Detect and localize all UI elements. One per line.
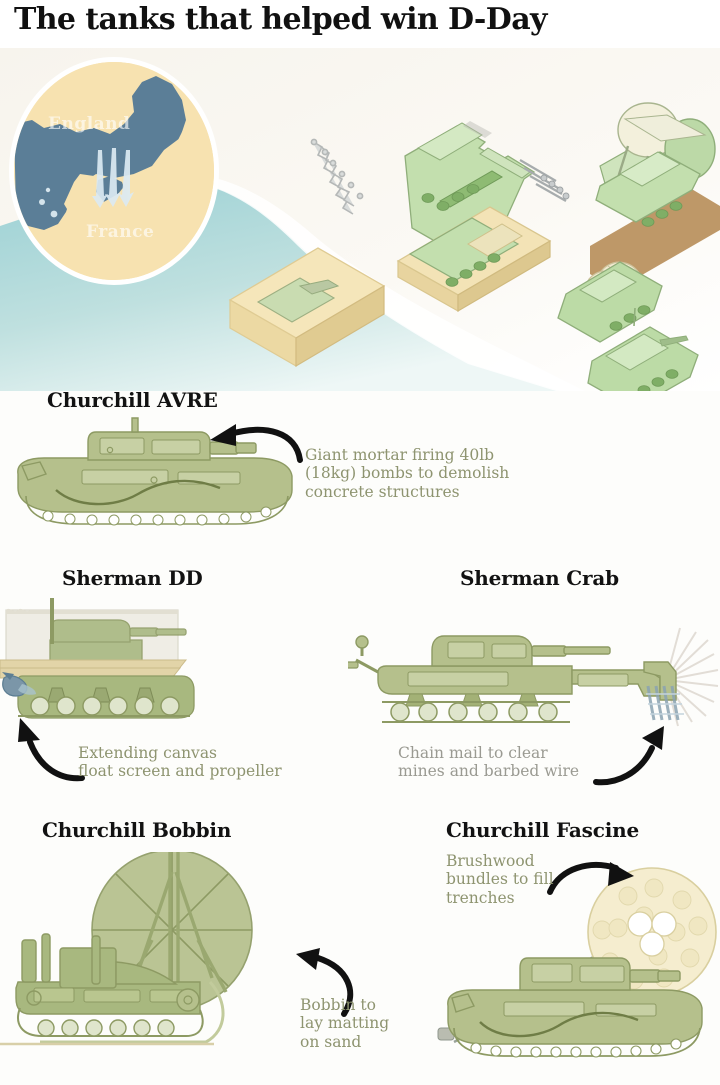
sherman-dd-illustration — [0, 598, 195, 719]
panel-sherman-crab: Sherman Crab — [348, 566, 720, 811]
panel-churchill-avre: Churchill AVRE — [0, 388, 720, 558]
caption-sherman-dd: Extending canvas float screen and propel… — [78, 744, 282, 781]
iso-landing-craft-tank — [396, 206, 552, 313]
panel-churchill-fascine: Churchill Fascine — [432, 818, 720, 1085]
churchill-avre-illustration — [17, 417, 293, 526]
chain-debris — [310, 138, 364, 215]
panel-title-churchill-fascine: Churchill Fascine — [446, 818, 639, 842]
sherman-crab-illustration — [348, 627, 719, 727]
iso-churchill-bobbin — [590, 102, 720, 290]
churchill-bobbin-illustration — [0, 852, 253, 1046]
beach-scene: England France — [0, 46, 720, 391]
caption-sherman-crab: Chain mail to clear mines and barbed wir… — [398, 744, 580, 781]
churchill-fascine-illustration — [437, 867, 717, 1058]
iso-beached-landing-craft — [228, 247, 386, 368]
caption-churchill-fascine: Brushwood bundles to fill trenches — [446, 852, 554, 907]
caption-churchill-bobbin: Bobbin to lay matting on sand — [300, 996, 390, 1051]
panel-churchill-bobbin: Churchill Bobbin — [0, 818, 430, 1085]
iso-churchill-fascine — [557, 261, 663, 343]
isometric-objects — [228, 102, 720, 391]
propeller-detail — [2, 672, 36, 697]
d-day-map: England France — [14, 62, 214, 280]
iso-sherman-tank — [587, 307, 699, 391]
arrow-to-fascine-bundle — [547, 862, 634, 895]
arrow-to-dd-propeller — [18, 718, 85, 782]
map-graphic — [14, 62, 214, 280]
title-bar: The tanks that helped win D-Day — [0, 0, 720, 48]
page-title: The tanks that helped win D-Day — [14, 2, 547, 37]
arrow-to-crab-chains — [593, 726, 664, 786]
arrow-to-avre-mortar — [210, 424, 303, 463]
panel-title-sherman-crab: Sherman Crab — [460, 566, 619, 590]
arrow-to-bobbin-reel — [296, 948, 354, 1017]
panel-title-churchill-bobbin: Churchill Bobbin — [42, 818, 232, 842]
panel-title-sherman-dd: Sherman DD — [62, 566, 203, 590]
panel-sherman-dd: Sherman DD — [0, 566, 350, 811]
caption-churchill-avre: Giant mortar firing 40lb (18kg) bombs to… — [305, 446, 510, 501]
panel-title-churchill-avre: Churchill AVRE — [47, 388, 218, 412]
